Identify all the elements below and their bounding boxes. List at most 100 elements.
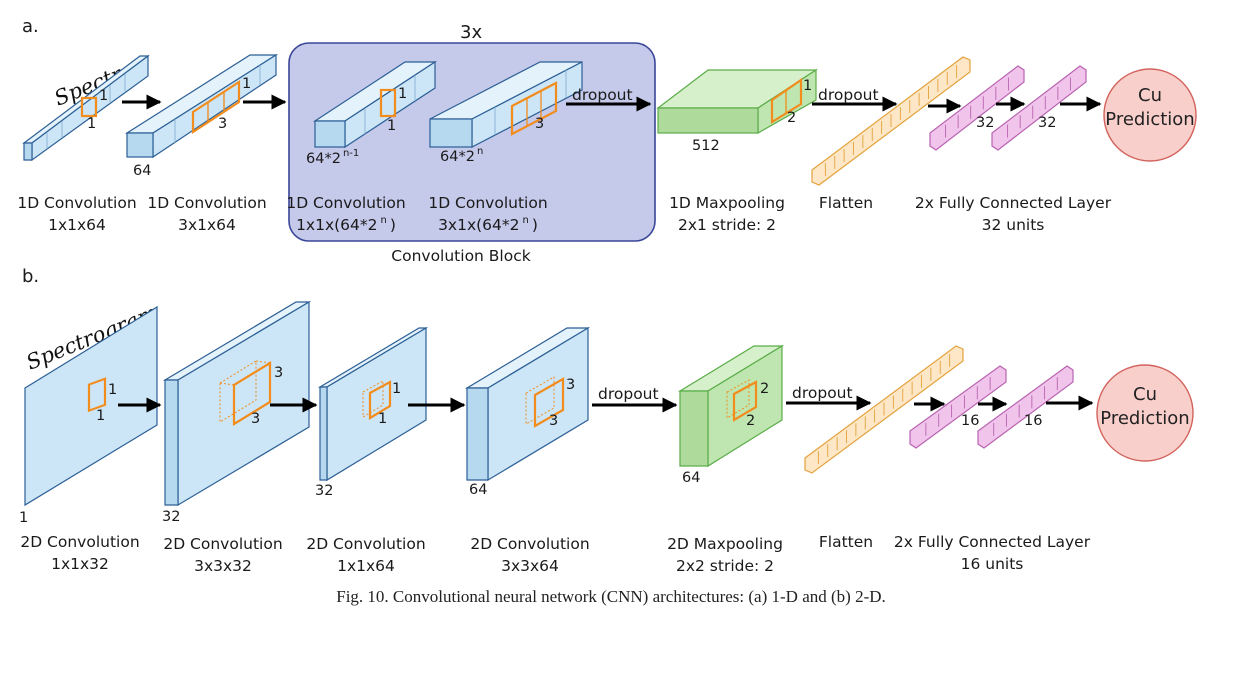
a-maxpool-channels: 512 — [692, 138, 720, 154]
b-conv1-kernel-w: 1 — [96, 408, 105, 424]
a-dropout-label-2: dropout — [818, 86, 879, 104]
a-conv2-kernel-w: 3 — [218, 116, 227, 132]
a-caption-6-title: Flatten — [819, 194, 873, 212]
a-caption-1-title: 1D Convolution — [17, 194, 136, 212]
b-cu-prediction-node: Cu Prediction — [1096, 364, 1194, 462]
b-conv2-layer: 3 3 32 — [162, 300, 312, 525]
b-dropout-label-1: dropout — [598, 385, 659, 403]
b-dropout-label-2: dropout — [792, 384, 853, 402]
b-conv3-kernel — [368, 380, 392, 420]
b-conv1-layer: 1 1 1 — [19, 305, 158, 526]
a-caption-4-title: 1D Convolution — [428, 194, 547, 212]
b-conv2-kernel-w: 3 — [251, 411, 260, 427]
a-maxpool-kernel-h: 1 — [803, 78, 812, 94]
a-maxpool-kernel-w: 2 — [787, 110, 796, 126]
b-caption-5-title: 2D Maxpooling — [667, 535, 783, 553]
b-caption-3-title: 2D Convolution — [306, 535, 425, 553]
b-fc2-units: 16 — [1024, 413, 1042, 429]
b-conv2-channels: 32 — [162, 509, 180, 525]
b-caption-1-title: 2D Convolution — [20, 533, 139, 551]
a-caption-5-title: 1D Maxpooling — [669, 194, 785, 212]
a-conv3-kernel-w: 1 — [387, 118, 396, 134]
panel-a-tag: a. — [22, 16, 39, 37]
b-caption-7-title: 2x Fully Connected Layer — [894, 533, 1091, 551]
b-conv2-kernel-h: 3 — [274, 365, 283, 381]
a-conv2-channels: 64 — [133, 163, 151, 179]
b-caption-4-title: 2D Convolution — [470, 535, 589, 553]
b-caption-5-params: 2x2 stride: 2 — [676, 557, 774, 575]
a-flatten-layer — [811, 56, 971, 186]
b-fc1-layer: 16 — [909, 365, 1007, 449]
b-caption-7-params: 16 units — [961, 555, 1024, 573]
a-prediction-line-2: Prediction — [1105, 109, 1194, 130]
a-fc2-units: 32 — [1038, 115, 1056, 131]
b-conv3-kernel-w: 1 — [378, 411, 387, 427]
a-conv1-kernel — [80, 96, 98, 118]
b-caption-4-params: 3x3x64 — [501, 557, 559, 575]
a-caption-3-title: 1D Convolution — [286, 194, 405, 212]
a-caption-2-params: 3x1x64 — [178, 216, 236, 234]
b-maxpool-layer: 2 2 64 — [677, 344, 785, 486]
b-conv4-layer: 3 3 64 — [464, 326, 591, 498]
b-conv1-kernel-h: 1 — [108, 382, 117, 398]
a-caption-7-params: 32 units — [982, 216, 1045, 234]
a-conv2-kernel-h: 1 — [242, 76, 251, 92]
b-fc2-layer: 16 — [977, 365, 1074, 449]
a-fc2-layer: 32 — [991, 65, 1087, 151]
a-captions: 1D Convolution 1x1x64 1D Convolution 3x1… — [17, 194, 1111, 234]
a-dropout-label-1: dropout — [572, 86, 633, 104]
b-maxpool-channels: 64 — [682, 470, 700, 486]
a-conv2-layer: 1 3 64 — [124, 53, 279, 179]
a-conv1-kernel-w: 1 — [87, 116, 96, 132]
b-maxpool-kernel — [732, 380, 758, 422]
b-captions: 2D Convolution 1x1x32 2D Convolution 3x3… — [20, 533, 1090, 575]
b-fc1-units: 16 — [961, 413, 979, 429]
panel-a: a. 3x Convolution Block Spectra 1 1 — [17, 16, 1197, 265]
a-cu-prediction-node: Cu Prediction — [1103, 68, 1197, 162]
a-prediction-line-1: Cu — [1138, 85, 1162, 106]
b-prediction-line-1: Cu — [1133, 384, 1157, 405]
a-fc1-layer: 32 — [929, 65, 1025, 151]
b-flatten-layer — [804, 345, 964, 474]
a-caption-5-params: 2x1 stride: 2 — [678, 216, 776, 234]
a-conv3-kernel — [379, 88, 397, 118]
a-caption-2-title: 1D Convolution — [147, 194, 266, 212]
a-conv1-kernel-h: 1 — [99, 88, 108, 104]
a-caption-7-title: 2x Fully Connected Layer — [915, 194, 1112, 212]
b-conv4-kernel — [533, 377, 565, 428]
a-conv3-kernel-h: 1 — [398, 86, 407, 102]
b-conv1-channels: 1 — [19, 510, 28, 526]
a-conv4-kernel-w: 3 — [535, 116, 544, 132]
a-conv4-kernel — [510, 81, 558, 136]
b-caption-2-title: 2D Convolution — [163, 535, 282, 553]
figure-caption: Fig. 10. Convolutional neural network (C… — [336, 587, 886, 606]
b-conv4-channels: 64 — [469, 482, 487, 498]
b-conv2-kernel — [232, 361, 272, 426]
block-repeat-label: 3x — [460, 22, 482, 43]
b-maxpool-kernel-w: 2 — [746, 413, 755, 429]
b-conv4-kernel-w: 3 — [549, 413, 558, 429]
b-conv3-channels: 32 — [315, 483, 333, 499]
convolution-block-label: Convolution Block — [391, 247, 530, 265]
panel-b: b. Spectrogram 1 1 1 3 3 32 — [19, 266, 1194, 575]
b-conv3-layer: 1 1 32 — [315, 326, 429, 499]
b-caption-6-title: Flatten — [819, 533, 873, 551]
b-caption-2-params: 3x3x32 — [194, 557, 252, 575]
b-conv3-kernel-h: 1 — [392, 381, 401, 397]
a-maxpool-layer: 1 2 512 — [656, 68, 819, 154]
b-conv4-kernel-h: 3 — [566, 377, 575, 393]
b-caption-3-params: 1x1x64 — [337, 557, 395, 575]
b-maxpool-kernel-h: 2 — [760, 381, 769, 397]
a-fc1-units: 32 — [976, 115, 994, 131]
b-prediction-line-2: Prediction — [1100, 408, 1189, 429]
a-maxpool-kernel — [770, 77, 803, 124]
a-caption-1-params: 1x1x64 — [48, 216, 106, 234]
b-caption-1-params: 1x1x32 — [51, 555, 109, 573]
